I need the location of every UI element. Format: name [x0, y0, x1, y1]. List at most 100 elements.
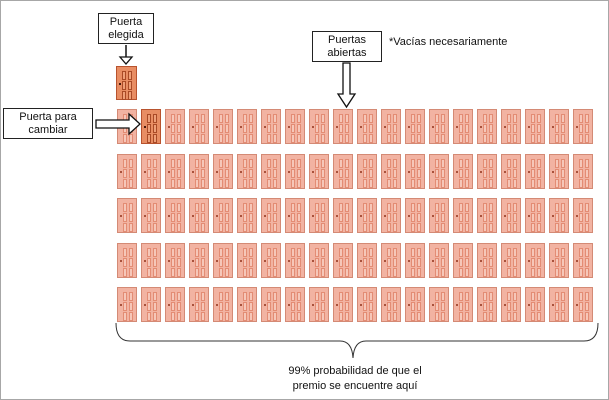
door-panel — [555, 268, 559, 277]
door — [549, 198, 569, 233]
door — [141, 154, 161, 189]
door-panel — [201, 179, 205, 188]
door — [549, 154, 569, 189]
switch-door — [141, 109, 161, 144]
door — [381, 109, 401, 144]
door-panel — [555, 114, 559, 123]
door-panel — [531, 268, 535, 277]
door-knob — [576, 215, 578, 217]
door-panel — [153, 114, 157, 123]
door-panel — [555, 223, 559, 232]
switch-door-label: Puerta para cambiar — [3, 108, 93, 139]
door-panel — [483, 302, 487, 311]
door-panel — [489, 114, 493, 123]
door-panel — [459, 159, 463, 168]
door-panel — [369, 312, 373, 321]
door-panel — [267, 248, 271, 257]
door — [381, 243, 401, 278]
down-arrow-chosen — [118, 45, 134, 65]
door-knob — [216, 260, 218, 262]
door-panel — [537, 134, 541, 143]
door-panel — [122, 71, 126, 80]
door-knob — [192, 171, 194, 173]
door-panel — [507, 268, 511, 277]
door-panel — [435, 179, 439, 188]
door-panel — [123, 248, 127, 257]
door-knob — [456, 260, 458, 262]
door-panel — [441, 203, 445, 212]
door-panel — [417, 268, 421, 277]
door — [213, 198, 233, 233]
door-panel — [123, 213, 127, 222]
door-panel — [345, 248, 349, 257]
door-knob — [504, 304, 506, 306]
door-panel — [315, 114, 319, 123]
door-panel — [561, 159, 565, 168]
door-knob — [408, 260, 410, 262]
door-knob — [336, 215, 338, 217]
door-panel — [513, 248, 517, 257]
door-knob — [240, 304, 242, 306]
door-panel — [273, 134, 277, 143]
door-panel — [345, 114, 349, 123]
door-panel — [273, 292, 277, 301]
door-knob — [216, 304, 218, 306]
door — [501, 287, 521, 322]
door — [429, 287, 449, 322]
door-panel — [297, 114, 301, 123]
door-panel — [177, 302, 181, 311]
door-panel — [513, 134, 517, 143]
door-panel — [219, 312, 223, 321]
door-panel — [387, 268, 391, 277]
door-panel — [219, 248, 223, 257]
door-panel — [153, 213, 157, 222]
door-panel — [177, 169, 181, 178]
door — [573, 109, 593, 144]
door-panel — [315, 179, 319, 188]
door-knob — [264, 260, 266, 262]
door-panel — [537, 302, 541, 311]
door-panel — [201, 248, 205, 257]
door-panel — [579, 179, 583, 188]
door-panel — [507, 213, 511, 222]
door-knob — [360, 171, 362, 173]
door-panel — [435, 292, 439, 301]
door-panel — [417, 248, 421, 257]
door-panel — [585, 258, 589, 267]
door-panel — [267, 169, 271, 178]
door-panel — [363, 169, 367, 178]
door — [549, 243, 569, 278]
door — [165, 109, 185, 144]
door-knob — [528, 215, 530, 217]
door-panel — [315, 124, 319, 133]
door-panel — [201, 258, 205, 267]
door-panel — [339, 268, 343, 277]
door-panel — [537, 248, 541, 257]
door-panel — [555, 302, 559, 311]
door — [573, 198, 593, 233]
door-panel — [291, 124, 295, 133]
door-panel — [441, 302, 445, 311]
door-knob — [576, 260, 578, 262]
door — [261, 154, 281, 189]
door-knob — [288, 126, 290, 128]
door-panel — [435, 223, 439, 232]
door-panel — [273, 213, 277, 222]
switch-door-label-text: Puerta para cambiar — [19, 110, 77, 136]
door — [285, 243, 305, 278]
door-panel — [249, 159, 253, 168]
door-panel — [243, 248, 247, 257]
door-panel — [459, 292, 463, 301]
door-panel — [555, 124, 559, 133]
chosen-door — [116, 66, 137, 100]
door-panel — [561, 203, 565, 212]
door-knob — [120, 171, 122, 173]
door-panel — [249, 124, 253, 133]
door-panel — [561, 302, 565, 311]
door-panel — [225, 179, 229, 188]
door-panel — [537, 258, 541, 267]
door-panel — [243, 292, 247, 301]
door-panel — [345, 312, 349, 321]
door-knob — [576, 304, 578, 306]
door-panel — [291, 134, 295, 143]
